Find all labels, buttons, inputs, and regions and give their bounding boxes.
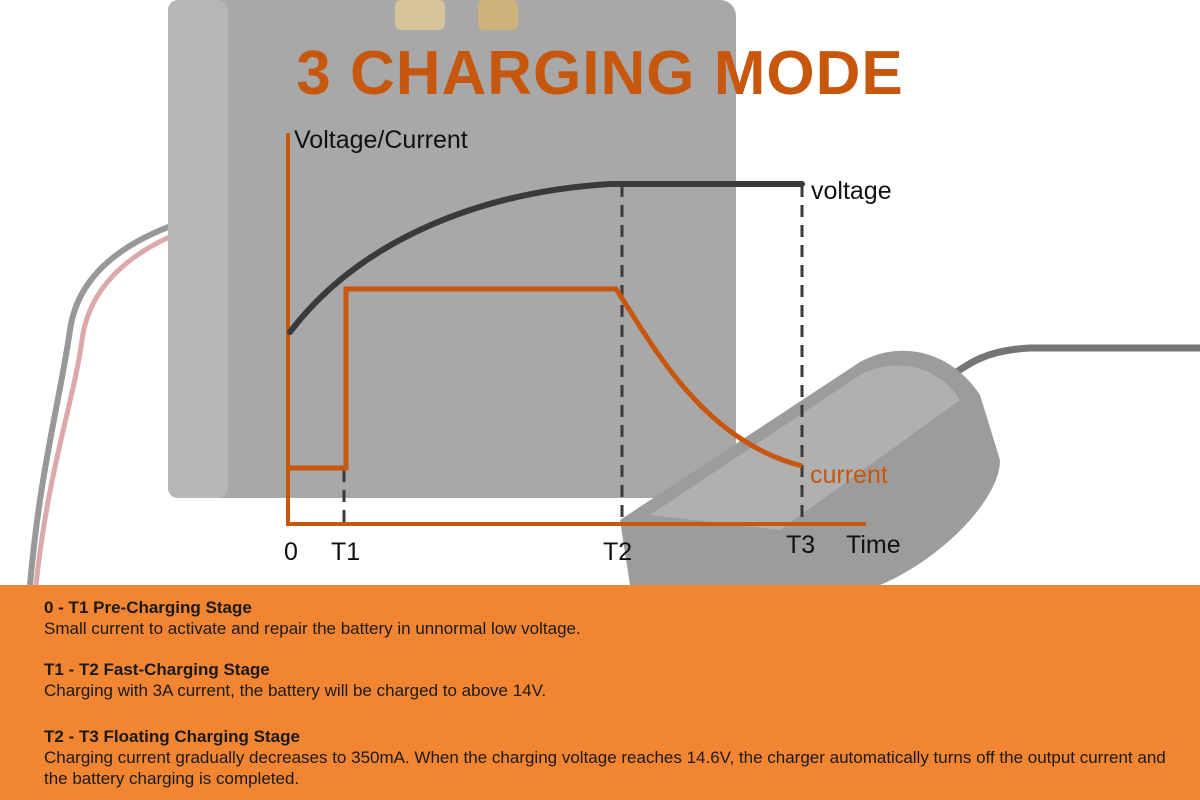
voltage-curve: [287, 181, 805, 335]
y-axis-label: Voltage/Current: [294, 126, 468, 154]
current-label: current: [810, 461, 888, 489]
battery-side-shade: [168, 0, 228, 498]
battery-cable-black: [27, 212, 206, 586]
stage-fast-charging: T1 - T2 Fast-Charging Stage Charging wit…: [44, 659, 1174, 701]
stage-description: Small current to activate and repair the…: [44, 619, 581, 638]
charger-top-face: [650, 365, 960, 530]
battery-cable-red: [33, 222, 201, 586]
stage-description: Charging with 3A current, the battery wi…: [44, 681, 547, 700]
stage-pre-charging: 0 - T1 Pre-Charging Stage Small current …: [44, 597, 1174, 639]
stage-description: Charging current gradually decreases to …: [44, 748, 1166, 788]
stage-floating-charging: T2 - T3 Floating Charging Stage Charging…: [44, 726, 1174, 789]
charging-diagram: Voltage/Current voltage current Time 0 T…: [284, 126, 901, 566]
stage-heading: 0 - T1 Pre-Charging Stage: [44, 598, 252, 617]
battery-body: [168, 0, 736, 498]
x-axis-label: Time: [846, 531, 901, 559]
tick-label-0: 0: [284, 538, 298, 566]
tick-label-t3: T3: [786, 531, 815, 559]
current-curve: [290, 286, 803, 471]
stage-heading: T1 - T2 Fast-Charging Stage: [44, 660, 270, 679]
stage-heading: T2 - T3 Floating Charging Stage: [44, 727, 300, 746]
tick-label-t2: T2: [603, 538, 632, 566]
battery-terminal-left: [395, 0, 445, 30]
tick-label-t1: T1: [331, 538, 360, 566]
stage-description-panel: 0 - T1 Pre-Charging Stage Small current …: [0, 585, 1200, 800]
page-title: 3 CHARGING MODE: [296, 39, 904, 108]
voltage-label: voltage: [811, 177, 892, 205]
battery-terminal-right: [478, 0, 518, 30]
